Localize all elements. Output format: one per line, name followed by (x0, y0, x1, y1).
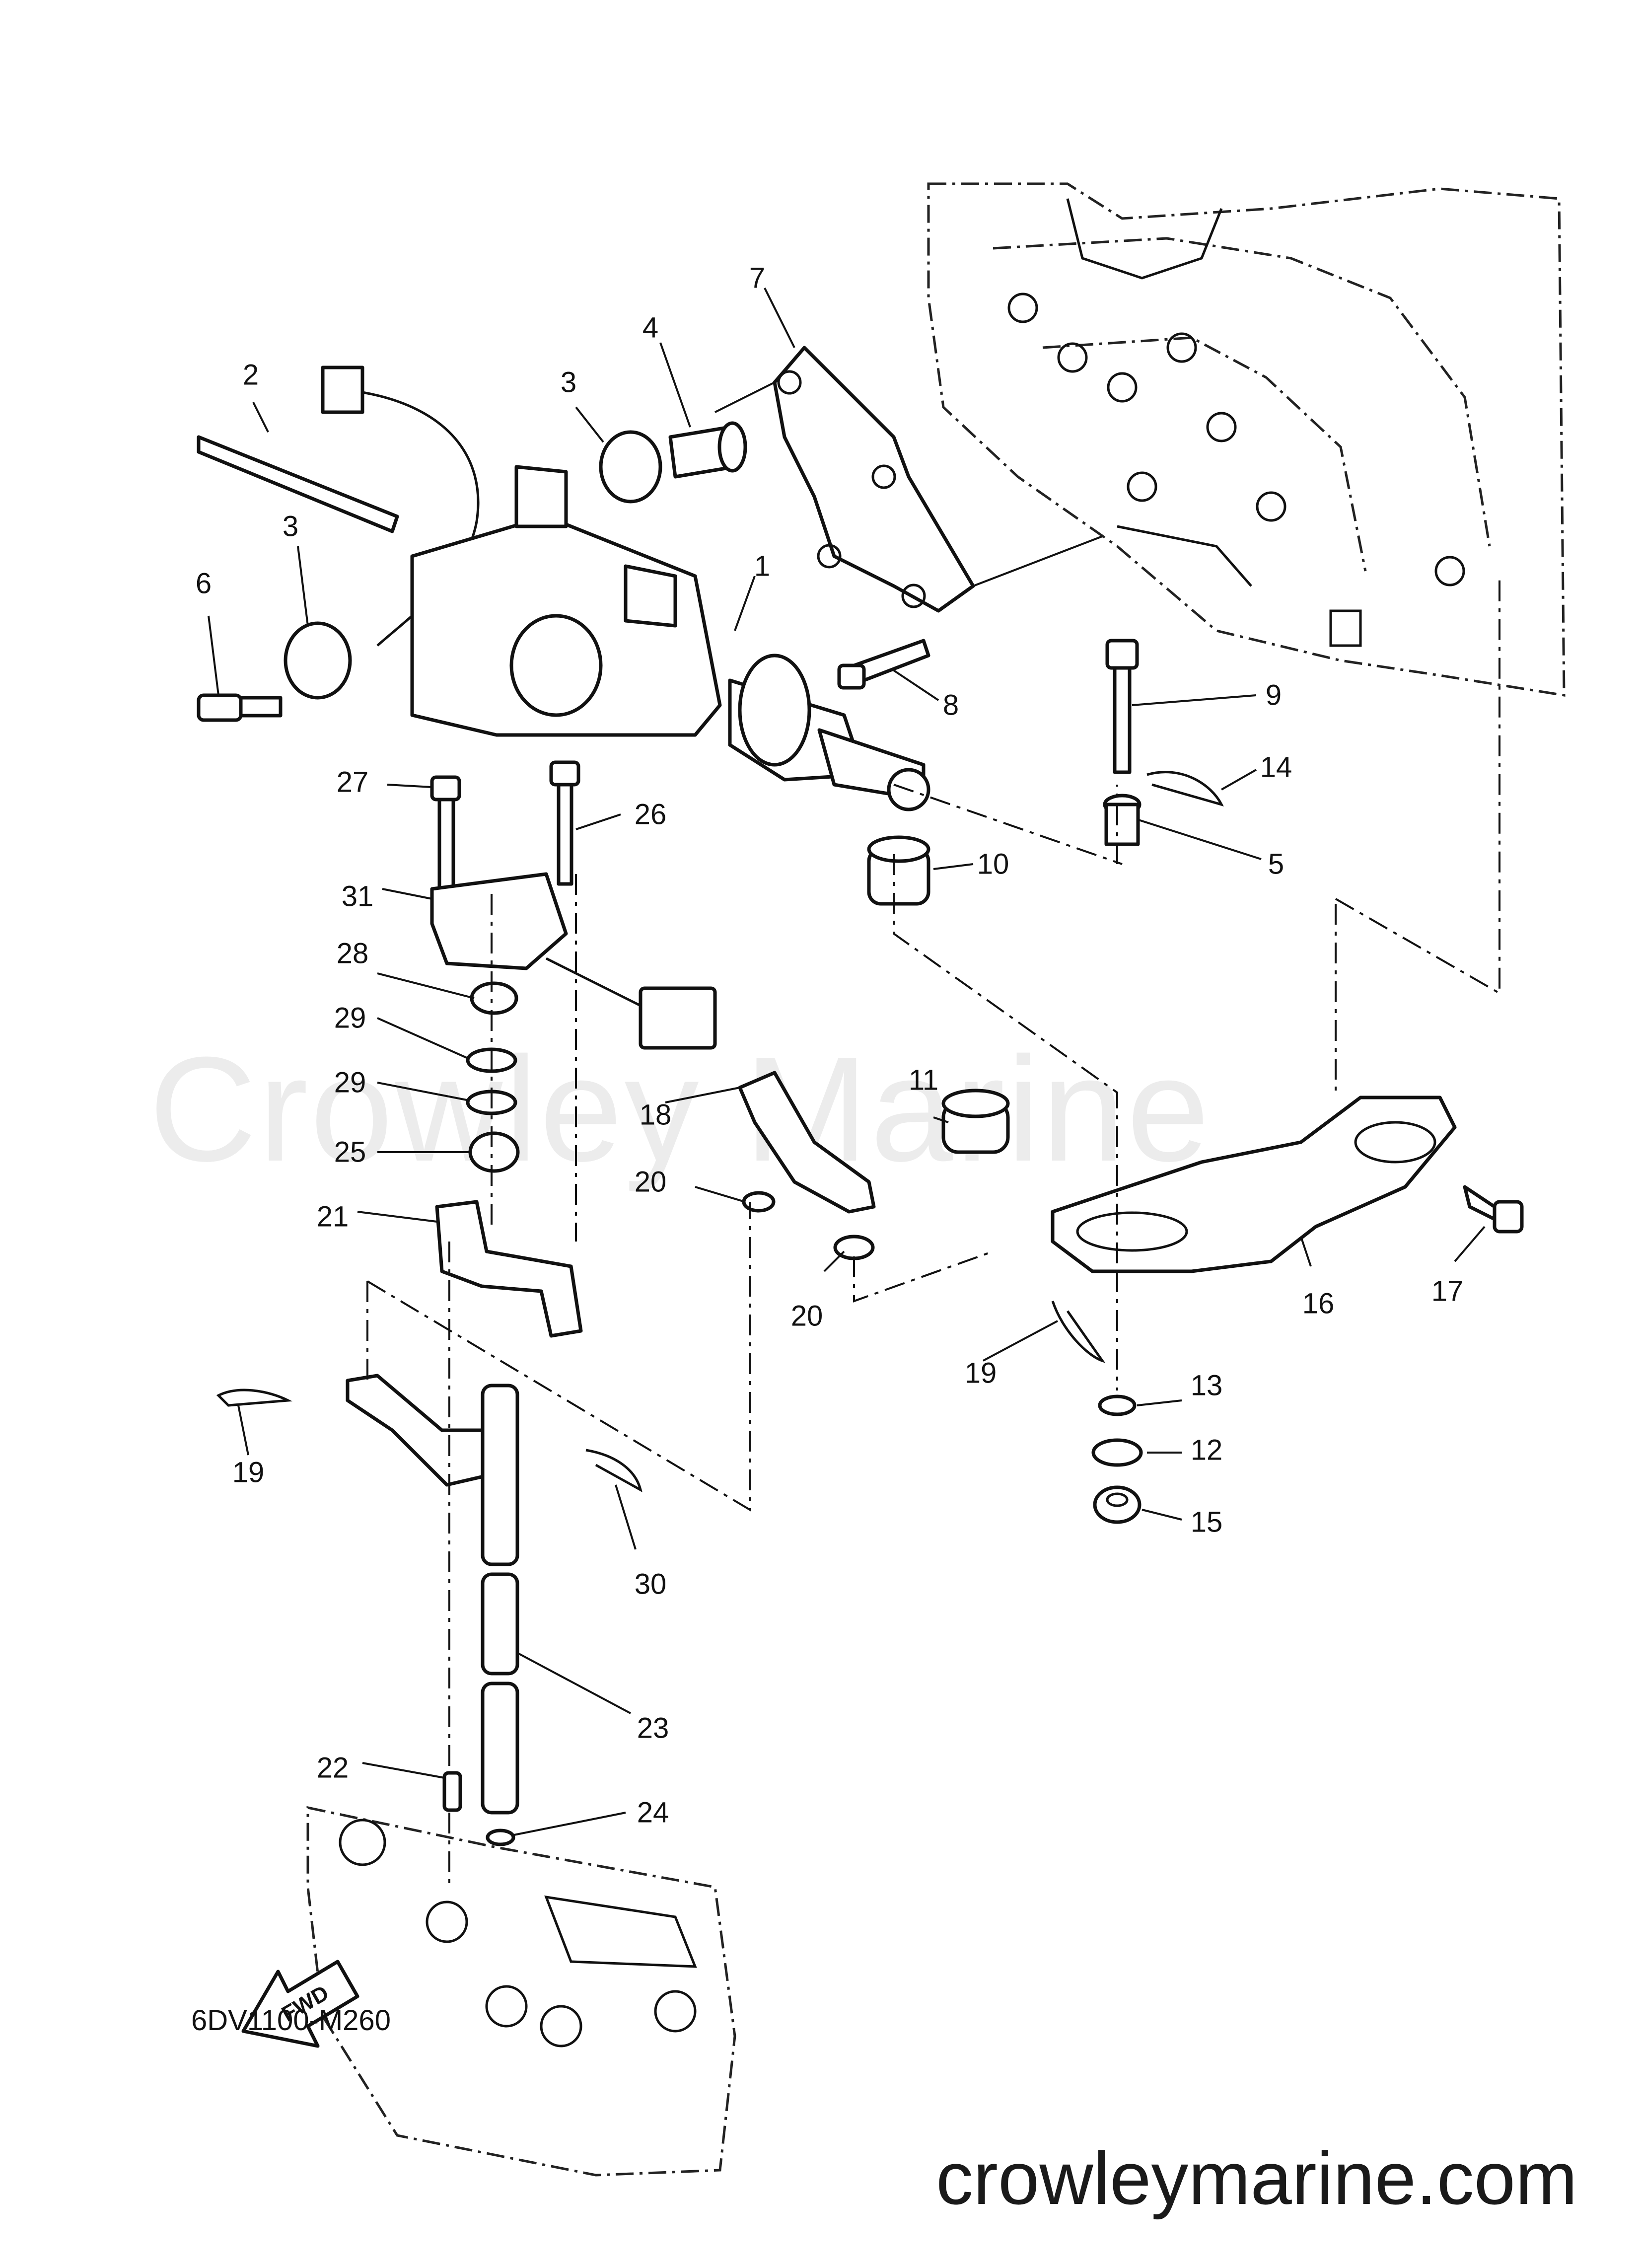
grommet-part-3b (284, 621, 352, 700)
callout-31: 31 (341, 880, 374, 913)
clip-part-19a (216, 1389, 293, 1407)
callout-20-lower: 20 (790, 1300, 823, 1332)
callout-16: 16 (1302, 1287, 1335, 1320)
callout-9: 9 (1265, 679, 1282, 712)
callout-5: 5 (1268, 848, 1285, 880)
callout-4: 4 (642, 311, 659, 344)
shift-actuator-part-1 (410, 465, 930, 811)
shift-lever-part-16 (1051, 1096, 1457, 1273)
callout-21: 21 (316, 1200, 349, 1233)
bolt-part-27 (430, 775, 461, 891)
callout-22: 22 (316, 1752, 349, 1784)
bushing-part-25 (468, 1131, 520, 1173)
bolt-part-17 (1463, 1185, 1524, 1234)
watermark-text: Crowley Marine (149, 1025, 1212, 1192)
callout-20-upper: 20 (634, 1166, 667, 1198)
fwd-arrow-icon (241, 1960, 359, 2048)
callout-29-lower: 29 (334, 1066, 366, 1099)
cable-tie-part-2 (197, 435, 399, 533)
washer-part-13 (1098, 1394, 1137, 1416)
o-ring-part-24 (486, 1829, 515, 1846)
callout-10: 10 (977, 848, 1009, 880)
callout-23: 23 (637, 1712, 669, 1745)
callout-17: 17 (1431, 1275, 1464, 1308)
callout-29-upper: 29 (334, 1002, 366, 1034)
callout-26: 26 (634, 798, 667, 831)
callout-6: 6 (195, 567, 212, 600)
arm-part-21 (435, 1200, 583, 1338)
nut-part-15 (1093, 1485, 1142, 1524)
callout-3-upper: 3 (560, 366, 577, 399)
callout-12: 12 (1190, 1434, 1223, 1466)
lower-case (306, 1806, 736, 2177)
bushing-part-10 (867, 835, 930, 906)
callout-19-right: 19 (964, 1357, 997, 1390)
callout-11: 11 (908, 1064, 939, 1097)
clip-part-14 (1146, 771, 1224, 806)
shift-rod-part-23 (481, 1384, 519, 1815)
callout-28: 28 (336, 937, 369, 970)
pin-part-22 (442, 1771, 462, 1812)
callout-25: 25 (334, 1136, 366, 1169)
bolt-part-26 (549, 760, 580, 886)
callout-19-left: 19 (232, 1456, 265, 1489)
callout-14: 14 (1260, 751, 1292, 784)
lever-part-18 (738, 1071, 876, 1214)
leader-lines (208, 288, 1486, 1836)
harness-connector (321, 366, 364, 414)
callout-27: 27 (336, 766, 369, 799)
diagram-code: 6DV1100-M260 (191, 2004, 391, 2037)
washer-part-20a (742, 1191, 776, 1213)
website-url[interactable]: crowleymarine.com (936, 2136, 1577, 2220)
callout-3-lower: 3 (282, 510, 299, 543)
callout-2: 2 (242, 359, 259, 391)
bolt-part-9 (1105, 639, 1139, 774)
callout-30: 30 (634, 1568, 667, 1601)
engine-block (927, 182, 1566, 697)
clip-part-30 (585, 1449, 643, 1492)
callout-24: 24 (637, 1796, 669, 1829)
callout-15: 15 (1190, 1506, 1223, 1538)
washer-part-12 (1091, 1438, 1143, 1467)
grommet-part-3a (599, 430, 662, 504)
callout-7: 7 (749, 262, 766, 294)
callout-8: 8 (942, 689, 959, 722)
callout-1: 1 (754, 550, 771, 583)
bushing-part-5 (1103, 794, 1142, 846)
callout-13: 13 (1190, 1369, 1223, 1402)
bolt-part-6 (197, 693, 283, 722)
collar-part-28 (470, 981, 518, 1015)
clip-part-19b (1051, 1301, 1106, 1363)
bushing-part-11 (941, 1089, 1010, 1154)
sensor-connector (639, 986, 717, 1050)
callout-18: 18 (639, 1098, 672, 1131)
sensor-part-31 (430, 872, 568, 970)
